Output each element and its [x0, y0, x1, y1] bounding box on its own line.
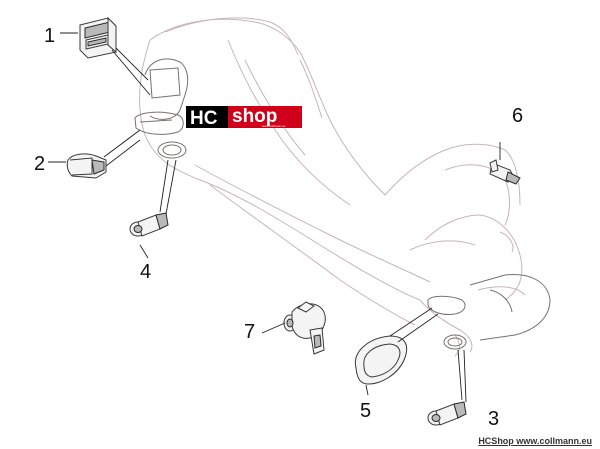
- part-2-button: [66, 153, 107, 179]
- hcshop-logo: HC shop www.collmann.eu: [186, 106, 302, 129]
- logo-hc-text: HC: [190, 108, 218, 129]
- part-7-connector: [283, 301, 326, 355]
- part-number-5: 5: [360, 400, 371, 422]
- footer-credit: HCShop www.collmann.eu: [478, 436, 592, 446]
- handlebar-cover-outline: [134, 17, 551, 357]
- part-6-bulb: [489, 159, 521, 185]
- part-4-lamp-socket: [129, 212, 169, 237]
- part-number-3: 3: [488, 408, 499, 430]
- part-number-7: 7: [244, 321, 255, 343]
- part-number-6: 6: [512, 105, 523, 127]
- logo-dark-block: [186, 106, 228, 128]
- logo-url-text: www.collmann.eu: [262, 124, 286, 128]
- part-number-labels: 1 2 3 4 5 6 7: [34, 25, 523, 430]
- part-number-1: 1: [44, 25, 55, 47]
- part-number-4: 4: [140, 261, 151, 283]
- part-5-lens: [354, 335, 408, 385]
- part-3-lamp-socket: [427, 401, 467, 426]
- leader-lines: [48, 32, 501, 403]
- logo-red-block: [228, 106, 302, 128]
- logo-shop-text: shop: [232, 106, 277, 127]
- part-number-2: 2: [34, 153, 45, 175]
- part-1-switch: [79, 16, 117, 59]
